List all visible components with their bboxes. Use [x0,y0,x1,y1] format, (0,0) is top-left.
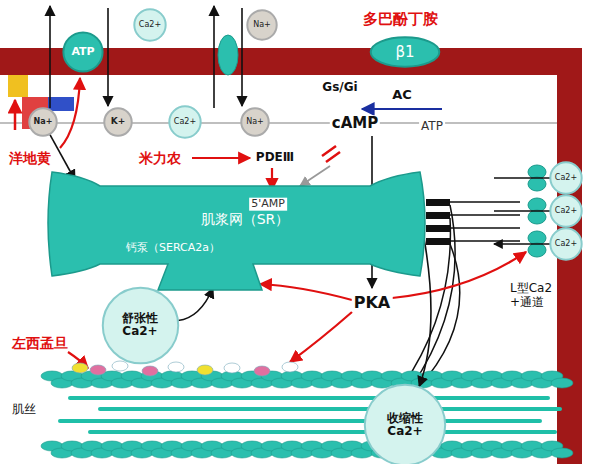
ion-circle: Ca2+ [550,195,582,227]
myofilament-part [60,419,540,423]
reticulum-shape: 肌浆网（SR） 钙泵（SERCA2a） [48,172,428,294]
exchanger-part [8,75,28,97]
ion-circle: β1 [370,37,440,67]
node-label: Ca2+ [174,118,196,127]
release-channel [426,225,450,232]
node-sublabel: 钙泵（SERCA2a） [126,242,220,254]
ion-arrow [213,6,215,108]
ion-circle: Na+ [29,108,57,136]
release-line [418,244,460,388]
ion-circle: 收缩性 Ca2+ [364,384,446,464]
ion-arrow [241,8,243,106]
exchanger-part [48,97,74,111]
red-arrow [260,284,352,300]
myofilament-part [100,407,560,411]
red-arrow [14,100,17,130]
myofilament-part [112,361,128,371]
myofilament [41,361,573,458]
myofilament-part [551,448,573,458]
circle-outline [550,195,581,226]
circle-outline [247,10,276,39]
myofilament-part [168,362,184,372]
ca-arrow [494,178,524,244]
circle-outline [102,287,177,362]
ion-circle: Ca2+ [550,228,582,260]
circle-outline [104,108,131,135]
text-label: 5'AMP [249,198,287,211]
text-label: PDEⅢ [254,151,296,165]
circle-outline [365,385,445,464]
text-label: 左西孟旦 [10,335,70,351]
ion-arrow [49,6,51,108]
ion-circle: Na+ [247,10,277,40]
node-label: 肌浆网（SR） [201,212,290,227]
text-label: L型Ca2+通道 [508,282,568,310]
ion-circle: Ca2+ [134,9,166,41]
node-label: K+ [111,117,126,127]
release-channel [426,212,450,219]
node-label: Na+ [34,118,53,127]
myofilament-part [72,363,88,373]
ac-arrow [362,108,442,110]
node-label: Ca2+ [555,207,577,216]
circle-outline [371,37,440,66]
node-outline [48,172,428,294]
ion-circle: K+ [104,108,132,136]
circle-outline [29,108,56,135]
text-label: cAMP [330,115,380,132]
red-arrow [290,312,352,362]
ion-circle: 舒张性 Ca2+ [102,287,179,364]
text-label: PKA [352,294,393,312]
text-label: 洋地黄 [7,150,53,166]
flow-arrow [178,288,213,321]
myofilament-part [90,430,555,434]
myofilament-part [197,365,213,375]
node-label: ATP [71,46,94,58]
reticulum-outline [48,172,425,290]
circle-outline [241,108,268,135]
text-label: Gs/Gi [320,81,359,95]
release-channel [426,199,450,206]
ion-circle: Na+ [241,108,269,136]
text-label: ATP [419,120,445,134]
node-label: 收缩性 Ca2+ [374,412,436,438]
ion-circle: ATP [63,32,103,72]
text-label: 肌丝 [10,403,38,417]
myofilament-part [282,362,298,372]
myofilament-part [90,365,106,375]
ion-circle: Ca2+ [550,162,582,194]
myofilament-part [142,366,158,376]
node-label: β1 [395,44,414,61]
ion-arrow [107,8,109,106]
release-channel [426,238,450,245]
node-label: Na+ [246,118,264,127]
node-label: 舒张性 Ca2+ [111,312,169,338]
node-label: Na+ [253,21,271,30]
node-label: Ca2+ [555,240,577,249]
myofilament-part [70,396,548,400]
inner-membrane [0,122,557,124]
red-arrow [60,78,80,148]
circle-outline [550,228,581,259]
ion-circle: Ca2+ [169,106,201,138]
circle-outline [63,32,102,71]
grey-arrow [300,166,330,186]
ion-channel [218,35,238,75]
node-label: Ca2+ [555,174,577,183]
red-arrow [192,157,250,159]
node-label: Ca2+ [139,21,161,30]
text-label: 米力农 [137,150,183,166]
text-label: 多巴酚丁胺 [361,11,440,28]
myofilament-part [254,366,270,376]
circle-outline [169,106,200,137]
inhibit-mark [322,146,340,162]
circle-outline [134,9,165,40]
release-line [450,202,520,241]
myofilament-part [224,363,240,373]
myofilament-part [551,378,573,388]
text-label: AC [390,88,414,103]
circle-outline [550,162,581,193]
black-arrow [178,6,179,44]
